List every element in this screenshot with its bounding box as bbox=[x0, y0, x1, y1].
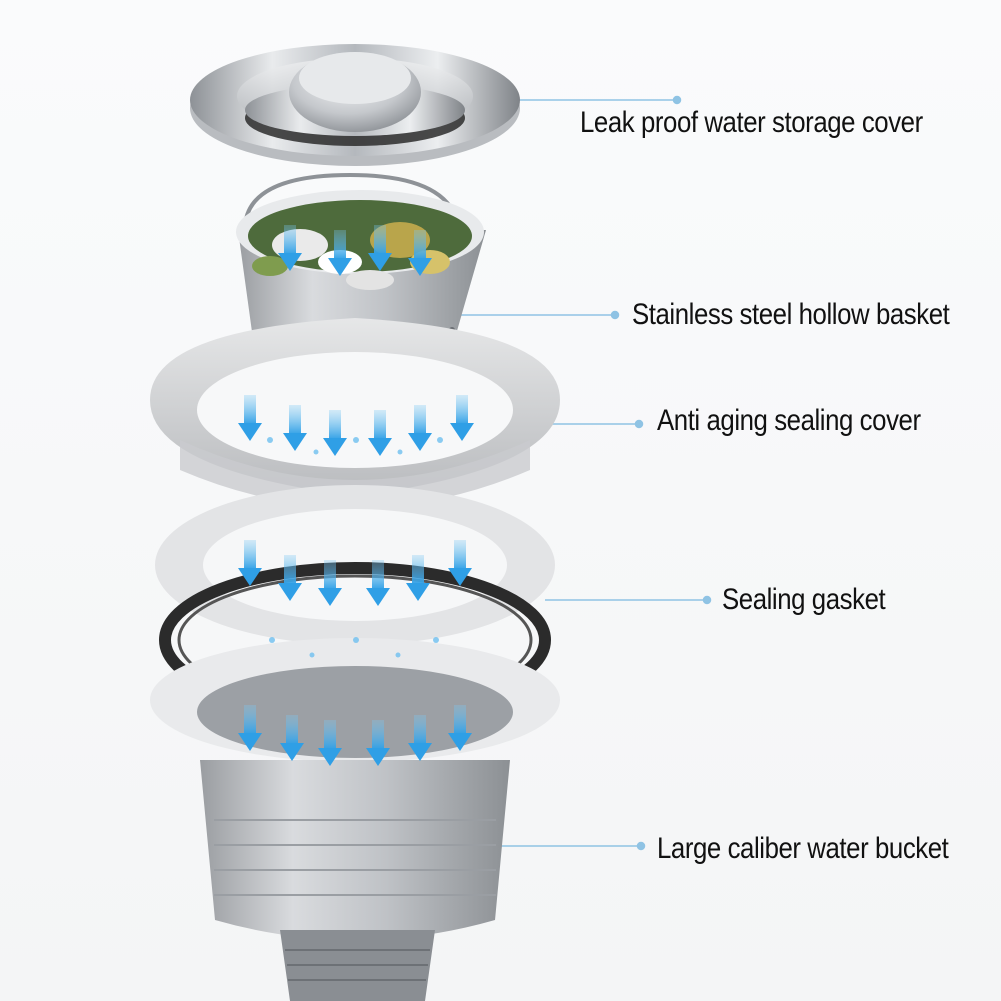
bucket-part bbox=[150, 638, 560, 1001]
label-basket: Stainless steel hollow basket bbox=[632, 298, 950, 331]
bucket-ribs bbox=[214, 819, 496, 896]
label-water-bucket: Large caliber water bucket bbox=[657, 832, 949, 865]
water-droplets bbox=[267, 437, 443, 658]
sealing-gasket-part bbox=[155, 485, 555, 718]
label-sealing-gasket: Sealing gasket bbox=[722, 583, 886, 616]
label-sealing-cover: Anti aging sealing cover bbox=[657, 404, 921, 437]
basket-handle bbox=[243, 172, 460, 226]
sealing-cover-part bbox=[150, 318, 560, 508]
cover-part bbox=[190, 44, 520, 166]
label-cover: Leak proof water storage cover bbox=[580, 106, 923, 139]
leader-lines bbox=[450, 95, 712, 851]
